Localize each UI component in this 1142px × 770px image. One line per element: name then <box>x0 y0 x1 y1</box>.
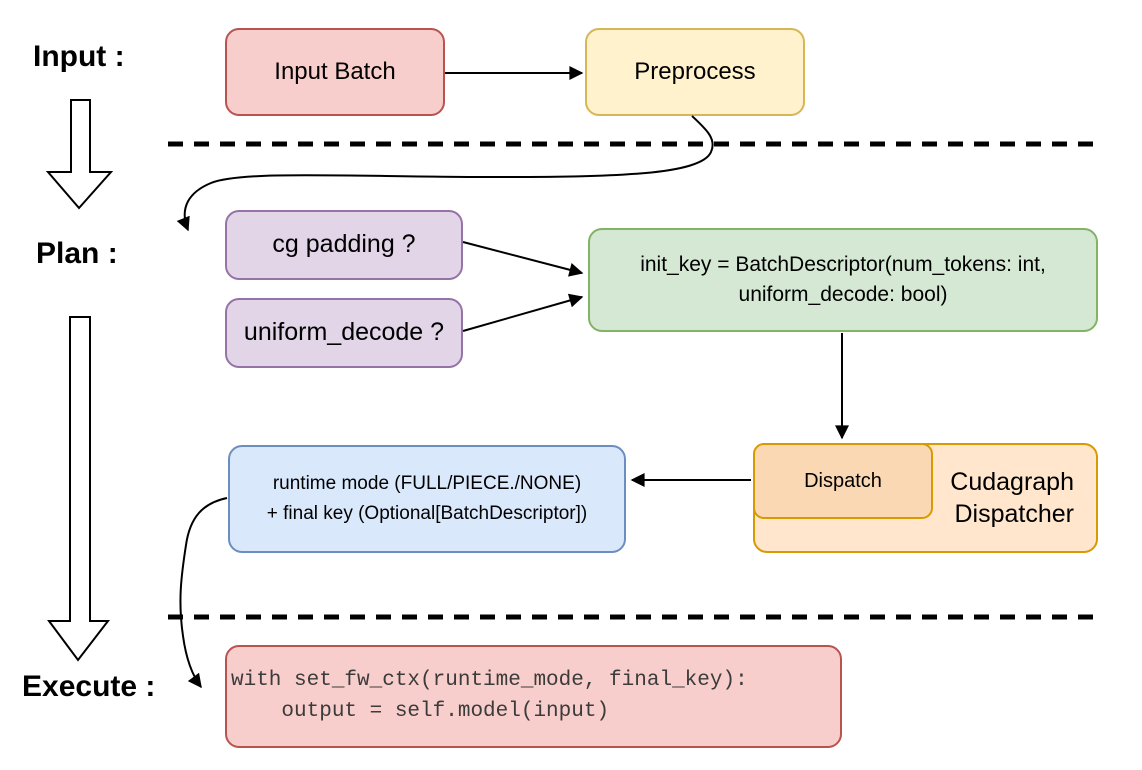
stage-arrow-input-to-plan-icon <box>45 99 114 210</box>
node-runtime-mode: runtime mode (FULL/PIECE./NONE) + final … <box>228 445 626 553</box>
stage-label-execute: Execute : <box>22 670 156 703</box>
node-cg-padding-label: cg padding ? <box>272 230 416 259</box>
node-uniform-decode: uniform_decode ? <box>225 298 463 368</box>
node-init-key: init_key = BatchDescriptor(num_tokens: i… <box>588 228 1098 332</box>
node-init-key-line2: uniform_decode: bool) <box>738 283 948 306</box>
node-dispatch-label: Dispatch <box>804 469 882 492</box>
node-init-key-line1: init_key = BatchDescriptor(num_tokens: i… <box>640 252 1046 276</box>
stage-label-input: Input : <box>33 40 125 73</box>
connector-runtime-mode-to-execute-code <box>179 497 228 689</box>
connector-uniform-decode-to-init-key <box>462 293 584 332</box>
node-cudagraph-line2: Dispatcher <box>954 500 1075 528</box>
execute-code-line1: with set_fw_ctx(runtime_mode, final_key)… <box>231 669 748 693</box>
execute-code-line2: output = self.model(input) <box>231 699 610 723</box>
node-dispatch: Dispatch <box>753 443 933 519</box>
node-runtime-mode-line2: + final key (Optional[BatchDescriptor]) <box>266 503 588 524</box>
node-cg-padding: cg padding ? <box>225 210 463 280</box>
node-execute-code: with set_fw_ctx(runtime_mode, final_key)… <box>225 645 842 748</box>
node-cudagraph-line1: Cudagraph <box>950 467 1074 496</box>
connector-cg-padding-to-init-key <box>462 241 584 277</box>
node-runtime-mode-line1: runtime mode (FULL/PIECE./NONE) <box>272 472 582 494</box>
node-preprocess: Preprocess <box>585 28 805 116</box>
node-input-batch: Input Batch <box>225 28 445 116</box>
node-input-batch-label: Input Batch <box>274 57 396 85</box>
node-preprocess-label: Preprocess <box>634 57 756 85</box>
node-uniform-decode-label: uniform_decode ? <box>243 318 445 347</box>
stage-arrow-plan-to-execute-icon <box>47 316 111 662</box>
stage-label-plan: Plan : <box>36 237 118 270</box>
